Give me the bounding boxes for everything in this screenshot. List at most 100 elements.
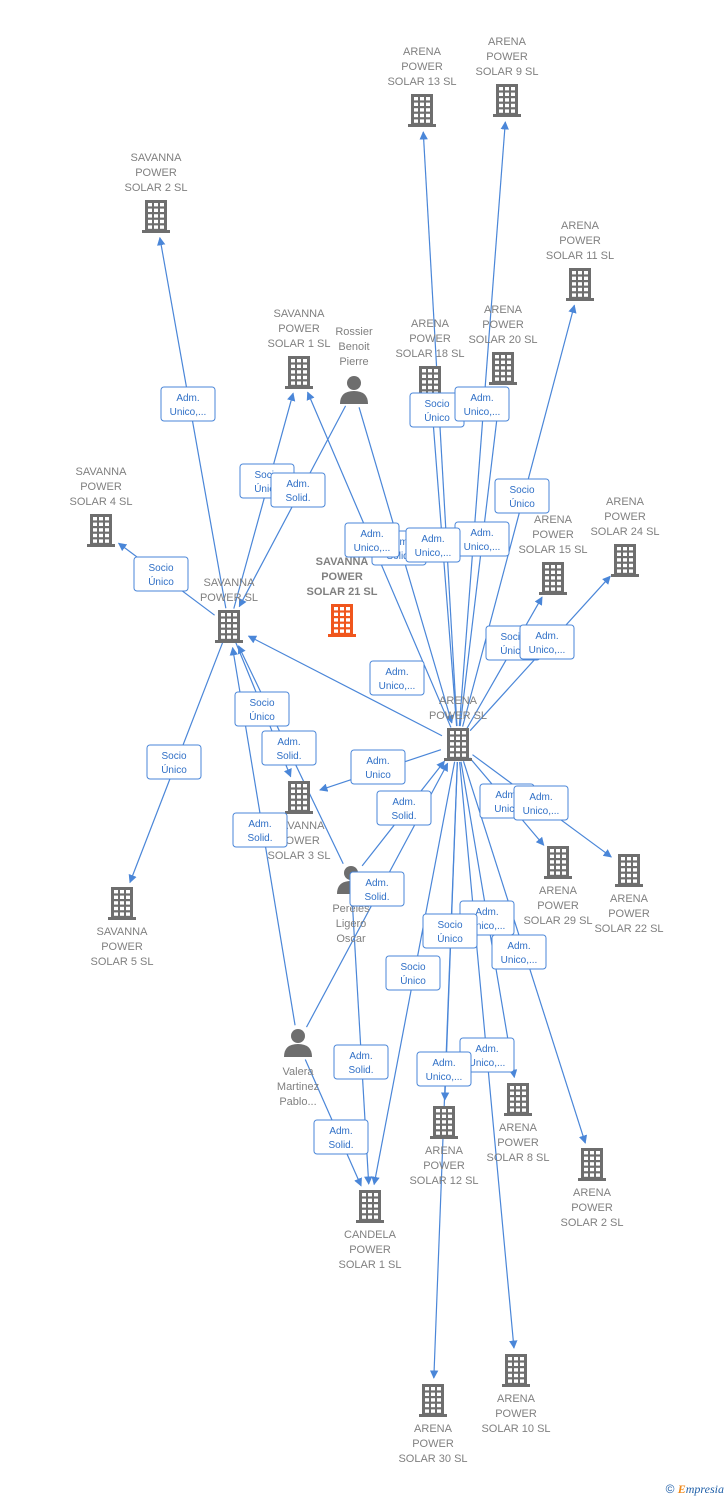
node-label-line: ARENA [414,1423,453,1435]
edge-label-line: Único [424,411,450,424]
edge-label-line: Adm. [286,479,309,490]
edge-label[interactable]: Adm.Unico,... [454,386,510,422]
building-icon [504,1083,532,1116]
edge-label-line: Unico,... [501,955,538,966]
edge-label[interactable]: Adm.Solid. [376,790,432,826]
person-node[interactable]: ValeraMartinezPablo... [277,1029,319,1108]
edge-label[interactable]: Adm.Unico,... [459,1037,515,1073]
brand-logo[interactable]: Empresia [677,1482,724,1496]
node-label-line: SOLAR 21 SL [307,586,378,598]
node-label-line: POWER [349,1244,391,1256]
edge-label[interactable]: Adm.Solid. [333,1044,389,1080]
edge-label[interactable]: Adm.Unico,... [519,624,575,660]
node-label-line: SAVANNA [316,556,369,568]
edge-label[interactable]: Adm.Solid. [270,472,326,508]
edge-label[interactable]: Adm.Solid. [313,1119,369,1155]
edge-label-line: Socio [148,563,173,574]
node-label-line: ARENA [497,1393,536,1405]
node-label-line: ARENA [439,695,478,707]
node-label-line: POWER [608,908,650,920]
edge-label[interactable]: Adm.Solid. [349,871,405,907]
node-label-line: POWER [80,481,122,493]
edge-label-line: Adm. [366,756,389,767]
node-label-line: SAVANNA [76,466,128,478]
edge-label[interactable]: Adm.Unico,... [454,521,510,557]
edge-label[interactable]: Adm.Unico,... [344,522,400,558]
node-label-line: SOLAR 1 SL [268,338,331,350]
edge-label[interactable]: Adm. Solid. [261,730,317,766]
building-icon [615,854,643,887]
edge-label-line: Socio [509,485,534,496]
node-label-line: SOLAR 12 SL [409,1175,478,1187]
edge-line [428,403,458,727]
edge-label-line: Adm. [470,393,493,404]
edge-label[interactable]: Adm.Unico [350,749,406,785]
edge-label-line: Unico,... [464,542,501,553]
edge-label-line: Adm. [432,1058,455,1069]
person-icon [340,376,368,404]
node-label-line: SOLAR 4 SL [70,496,133,508]
company-node[interactable]: SAVANNA POWER SOLAR 4 SL [70,466,133,547]
edge-label-line: Adm. [277,737,300,748]
node-label-line: POWER [486,51,528,63]
node-label-line: SOLAR 20 SL [468,334,537,346]
edge-label[interactable]: Adm.Unico,... [491,934,547,970]
edge-label-line: Unico,... [379,681,416,692]
edge-label[interactable]: Adm.Unico,... [405,527,461,563]
building-icon [108,887,136,920]
edge-label-line: Solid. [276,751,301,762]
edge-label-line: Socio [500,632,525,643]
node-label-line: Oscar [336,933,366,945]
edge-label[interactable]: Adm.Solid. [232,812,288,848]
node-label-line: CANDELA [344,1229,397,1241]
node-label-line: POWER [571,1202,613,1214]
edge-label-line: Único [249,710,275,723]
edge-line [458,121,509,727]
edge-label-line: Unico [494,804,520,815]
edge-label[interactable]: Adm.Unico,... [513,785,569,821]
building-icon [328,604,356,637]
edge-label[interactable]: Adm.Unico,... [416,1051,472,1087]
building-icon [544,846,572,879]
node-label-line: ARENA [561,220,600,232]
node-label-line: SAVANNA [97,926,149,938]
edge-label-line: Adm. [475,1044,498,1055]
edge-label[interactable]: Adm.Unico,... [369,660,425,696]
edge-line [459,389,504,727]
node-label-line: POWER [409,333,451,345]
building-icon [578,1148,606,1181]
node-label-line: SOLAR 24 SL [590,526,659,538]
building-icon [493,84,521,117]
node-label-line: SOLAR 5 SL [91,956,154,968]
edge-label[interactable]: Adm.Unico,... [160,386,216,422]
edge-label-line: Único [161,763,187,776]
